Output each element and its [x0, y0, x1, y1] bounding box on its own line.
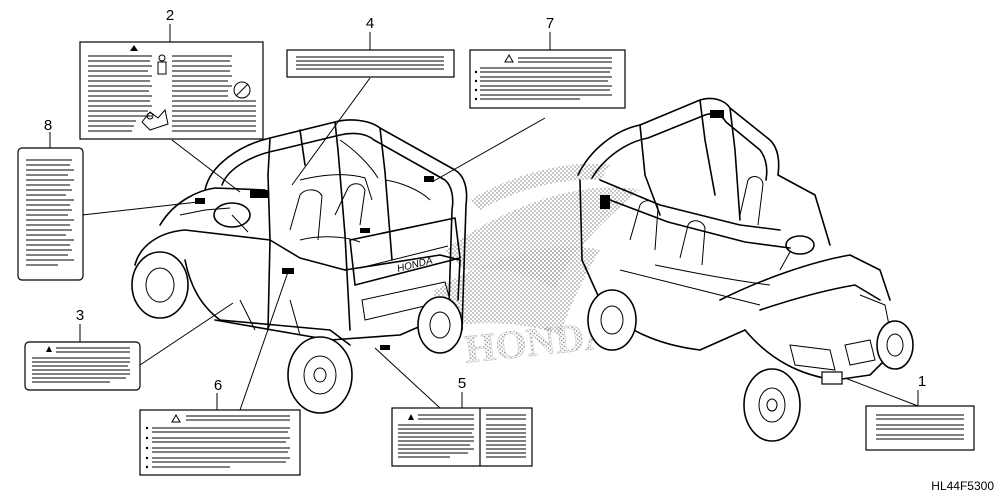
warning-triangle-icon	[504, 53, 514, 63]
label-4	[286, 49, 455, 78]
label-5	[391, 407, 533, 467]
callout-2: 2	[166, 7, 174, 24]
label-3	[24, 341, 141, 391]
label-2	[79, 41, 264, 140]
warning-triangle-icon	[171, 413, 181, 423]
vehicle-right	[577, 97, 914, 442]
callout-3: 3	[76, 307, 84, 324]
callout-7: 7	[546, 15, 554, 32]
seatbelt-icon	[141, 108, 169, 131]
callout-8: 8	[44, 117, 52, 134]
vehicle-left: HONDA	[131, 119, 468, 414]
label-6	[139, 409, 301, 476]
callout-6: 6	[214, 377, 222, 394]
callout-1: 1	[918, 373, 926, 390]
label-7	[469, 49, 626, 109]
leader-lines	[81, 77, 919, 411]
label-1	[865, 405, 975, 451]
callout-4: 4	[366, 15, 374, 32]
callout-5: 5	[458, 375, 466, 392]
no-passenger-icon	[233, 81, 251, 99]
label-8	[17, 147, 84, 281]
warning-triangle-icon	[130, 45, 138, 51]
warning-triangle-icon	[408, 414, 414, 420]
warning-triangle-icon	[46, 346, 52, 352]
diagram-code: HL44F5300	[931, 479, 994, 493]
passenger-icon	[157, 54, 167, 75]
